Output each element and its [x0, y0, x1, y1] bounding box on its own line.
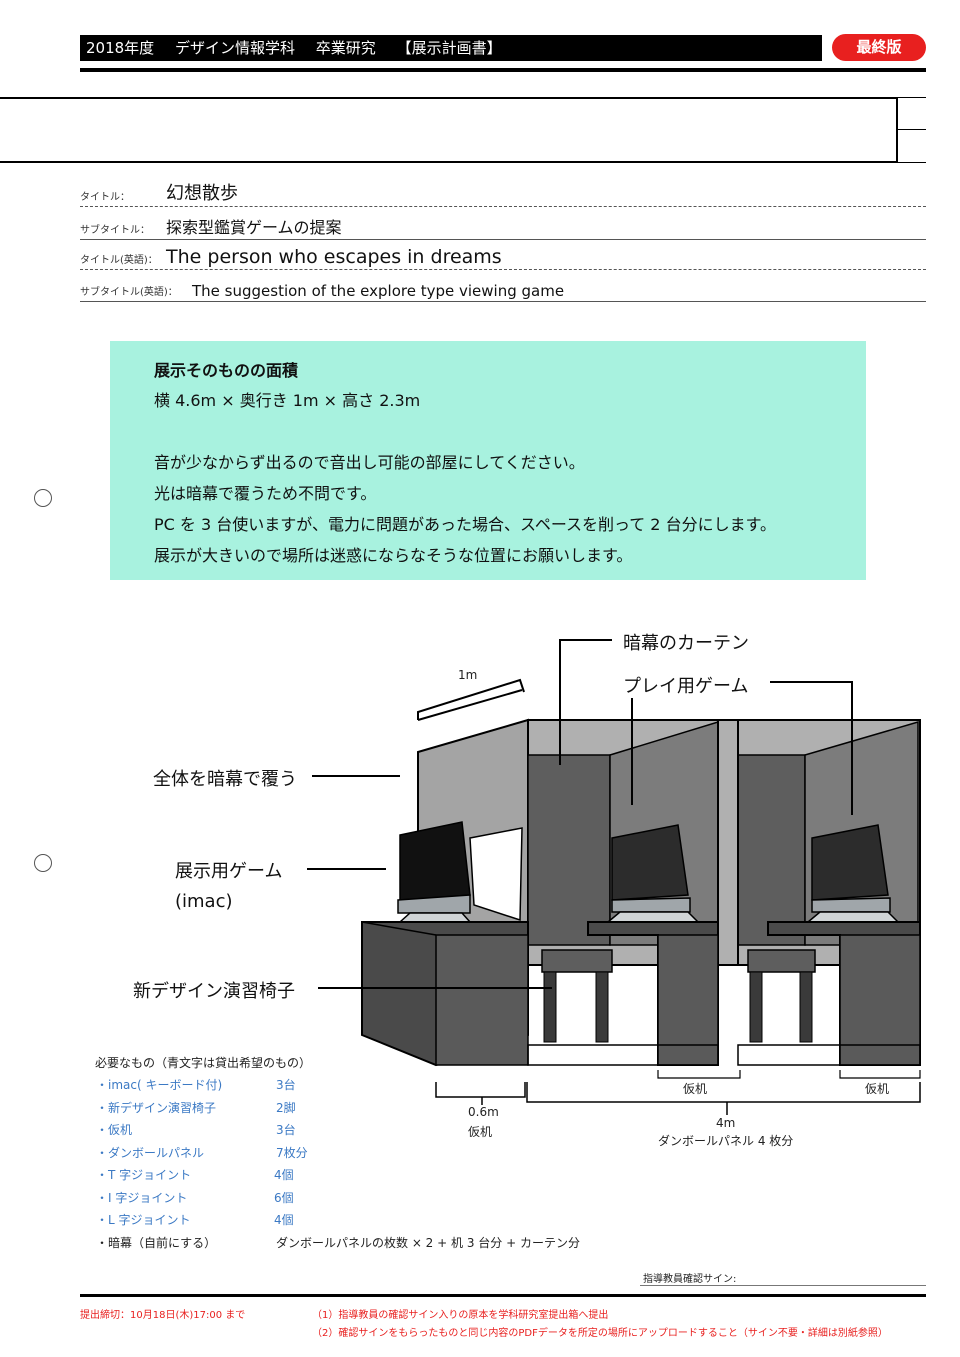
label-exhibit-game: 展示用ゲーム	[175, 861, 283, 882]
info-note-light: 光は暗幕で覆うため不問です。	[154, 484, 377, 503]
need-item-name: ・ダンボールパネル	[96, 1146, 205, 1160]
punch-hole-bottom	[34, 854, 52, 872]
dim-4m	[526, 1082, 921, 1103]
need-item-qty: ダンボールパネルの枚数 × 2 + 机 3 台分 + カーテン分	[276, 1236, 580, 1250]
header-department: デザイン情報学科	[174, 39, 295, 57]
label-curtain: 暗幕のカーテン	[623, 633, 749, 654]
need-item-qty: 3台	[276, 1078, 296, 1092]
info-heading: 展示そのものの面積	[154, 361, 299, 380]
subtitle-row: サブタイトル： 探索型鑑賞ゲームの提案	[80, 214, 926, 240]
curtain-leader	[559, 639, 612, 765]
need-item-qty: 6個	[274, 1191, 294, 1205]
need-item-name: ・T 字ジョイント	[96, 1168, 192, 1182]
need-item-qty: 4個	[274, 1168, 294, 1182]
title-en-label: タイトル(英語)：	[80, 255, 158, 266]
needs-title: 必要なもの（青文字は貸出希望のもの）	[95, 1056, 312, 1070]
student-name-box	[0, 97, 898, 163]
title-en-value: The person who escapes in dreams	[166, 246, 502, 268]
info-note-sound: 音が少なからず出るので音出し可能の部屋にしてください。	[154, 453, 585, 472]
play-game-leader-2	[770, 681, 853, 815]
need-item-name: ・仮机	[96, 1123, 133, 1137]
advisor-sign-line	[640, 1285, 926, 1286]
need-item-name: ・imac( キーボード付)	[96, 1078, 223, 1092]
subtitle-en-label: サブタイトル(英語)：	[80, 287, 178, 298]
need-item-qty: 7枚分	[276, 1146, 308, 1160]
title-value: 幻想散歩	[166, 183, 238, 204]
dim-06m	[435, 1082, 526, 1098]
label-play-game: プレイ用ゲーム	[623, 676, 749, 697]
header-course: 卒業研究	[315, 39, 376, 57]
info-note-place: 展示が大きいので場所は迷惑にならなそうな位置にお願いします。	[154, 546, 633, 565]
need-item-qty: 2脚	[276, 1101, 296, 1115]
imac-exhibit	[399, 821, 471, 901]
label-cardboard-panels: ダンボールパネル 4 枚分	[658, 1134, 794, 1148]
need-item-qty: 3台	[276, 1123, 296, 1137]
exhibit-info-box: 展示そのものの面積 横 4.6m × 奥行き 1m × 高さ 2.3m 音が少な…	[110, 341, 866, 580]
need-item-name: ・L 字ジョイント	[96, 1213, 191, 1227]
label-dim-4m: 4m	[716, 1116, 736, 1130]
imac-play-1	[611, 824, 689, 901]
label-temp-desk: 仮机	[468, 1125, 493, 1139]
title-row: タイトル： 幻想散歩	[80, 180, 926, 207]
imac-play-2	[811, 824, 889, 901]
side-tab-divider	[898, 129, 926, 130]
booth-diagram	[307, 639, 921, 1115]
need-item-qty: 4個	[274, 1213, 294, 1227]
subtitle-en-value: The suggestion of the explore type viewi…	[192, 282, 565, 300]
curtain-panel-1	[527, 754, 611, 946]
title-en-row: タイトル(英語)： The person who escapes in drea…	[80, 244, 926, 270]
subtitle-value: 探索型鑑賞ゲームの提案	[166, 218, 342, 237]
label-dim-1m: 1m	[458, 668, 478, 682]
need-item-name: ・暗幕（自前にする）	[96, 1236, 217, 1250]
footer-rule-1: （1）指導教員の確認サイン入りの原本を学科研究室提出箱へ提出	[312, 1310, 609, 1321]
label-chair: 新デザイン演習椅子	[133, 981, 295, 1002]
subtitle-en-row: サブタイトル(英語)： The suggestion of the explor…	[80, 278, 926, 302]
header-doc-type: 【展示計画書】	[396, 39, 502, 57]
header-bar: 2018年度 デザイン情報学科 卒業研究 【展示計画書】	[80, 35, 822, 61]
footer-rule	[80, 1294, 926, 1297]
title-label: タイトル：	[80, 192, 130, 203]
header-rule	[80, 68, 926, 72]
header-year: 2018年度	[86, 39, 155, 57]
info-size: 横 4.6m × 奥行き 1m × 高さ 2.3m	[154, 391, 421, 410]
curtain-panel-2	[737, 754, 806, 946]
label-temp-desk-2: 仮机	[865, 1082, 890, 1096]
punch-hole-top	[34, 489, 52, 507]
final-version-badge: 最終版	[832, 34, 926, 61]
imac-exhibit-screen-back	[469, 827, 523, 922]
footer-deadline: 提出締切：10月18日(木)17:00 まで	[80, 1310, 246, 1321]
need-item-name: ・新デザイン演習椅子	[96, 1101, 217, 1115]
dim-1m	[417, 678, 525, 720]
label-imac: (imac)	[175, 891, 233, 912]
label-dim-06m: 0.6m	[468, 1105, 499, 1119]
label-temp-desk-1: 仮机	[683, 1082, 708, 1096]
subtitle-label: サブタイトル：	[80, 225, 150, 236]
advisor-sign-label: 指導教員確認サイン:	[643, 1274, 737, 1285]
side-tab-box	[898, 97, 926, 163]
info-note-pc: PC を 3 台使いますが、電力に問題があった場合、スペースを削って 2 台分に…	[154, 515, 776, 534]
footer-rule-2: （2）確認サインをもらったものと同じ内容のPDFデータを所定の場所にアップロード…	[312, 1328, 888, 1339]
chair-1	[541, 949, 613, 973]
need-item-name: ・I 字ジョイント	[96, 1191, 188, 1205]
label-cover-all: 全体を暗幕で覆う	[153, 769, 297, 790]
chair-2	[747, 949, 816, 973]
